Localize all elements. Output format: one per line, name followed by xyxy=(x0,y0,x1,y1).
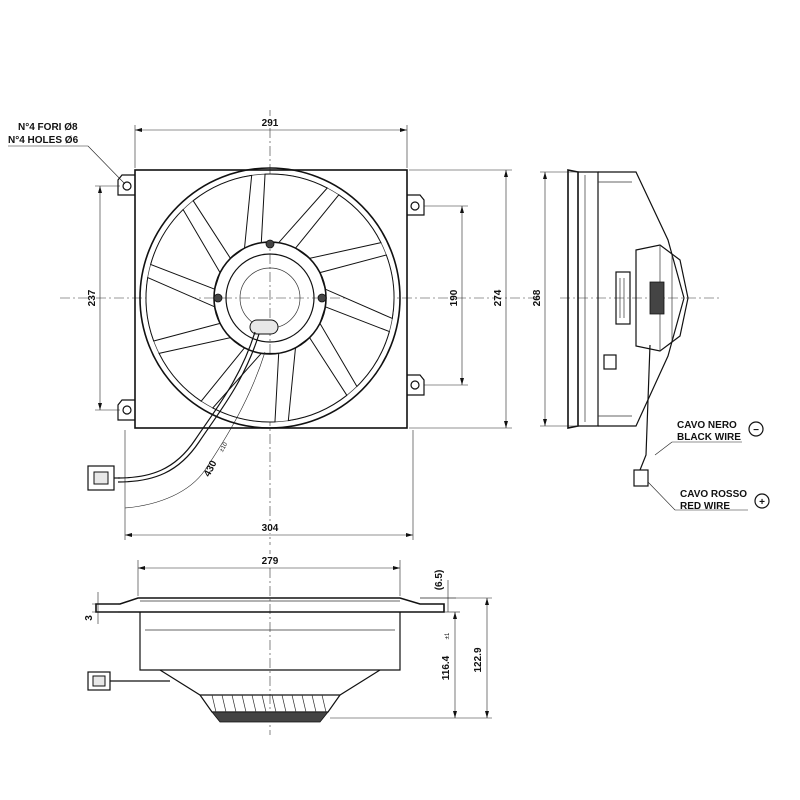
fan-blade xyxy=(145,276,221,342)
mounting-ear-top-left xyxy=(117,174,135,196)
motor-bolt-top xyxy=(265,239,275,249)
dim-237-label: 237 xyxy=(87,289,98,306)
motor-bolt-left xyxy=(213,293,223,303)
minus-icon xyxy=(748,421,764,437)
holes-note-line1: N°4 FORI Ø8 xyxy=(18,122,78,133)
red-wire-label-it: CAVO ROSSO xyxy=(680,489,747,500)
mounting-ear-bottom-right xyxy=(407,374,425,396)
dim-6-5-label: (6.5) xyxy=(434,570,445,591)
motor-rib xyxy=(281,694,287,713)
fan-blade xyxy=(294,194,382,259)
dim-3-label: 3 xyxy=(84,615,95,621)
black-wire-label-it: CAVO NERO xyxy=(677,420,737,431)
shroud-outer-ring xyxy=(139,167,401,429)
dim-116-4: 116.4 ±1 xyxy=(330,611,460,719)
dim-274-label: 274 xyxy=(493,289,504,306)
cable xyxy=(117,331,256,479)
dim-274: 274 xyxy=(409,169,512,429)
bottom-view: 279 3 (6.5) 116.4 ±1 xyxy=(84,550,492,735)
bottom-shroud xyxy=(139,612,401,671)
holes-note: N°4 FORI Ø8 N°4 HOLES Ø6 xyxy=(8,122,126,185)
dim-190: 190 xyxy=(424,205,468,386)
dim-304-label: 304 xyxy=(262,523,279,534)
bottom-motor-ribs xyxy=(211,694,327,713)
motor-rib xyxy=(211,694,217,713)
black-wire-note: CAVO NERO BLACK WIRE − xyxy=(654,420,764,456)
dim-304: 304 xyxy=(124,430,414,540)
mounting-ear-top-right xyxy=(407,194,425,216)
dim-116-4-tolerance: ±1 xyxy=(445,632,451,639)
black-wire-label-en: BLACK WIRE xyxy=(677,432,741,443)
side-plug xyxy=(603,354,617,370)
fan-blade xyxy=(192,174,253,260)
motor-rib xyxy=(271,694,277,713)
motor-rib xyxy=(261,694,267,713)
fan-blade xyxy=(287,336,348,422)
motor-rib xyxy=(221,694,227,713)
dim-279: 279 xyxy=(137,554,401,596)
dim-116-4-label: 116.4 xyxy=(441,655,452,680)
fan-blade xyxy=(319,306,390,388)
fan-blade xyxy=(158,337,246,402)
bottom-flange xyxy=(95,597,445,613)
minus-symbol: − xyxy=(753,425,759,436)
side-wire xyxy=(639,344,651,471)
dim-237: 237 xyxy=(87,185,120,411)
connector xyxy=(87,465,120,491)
fan-blade xyxy=(150,208,221,290)
dim-190-label: 190 xyxy=(449,289,460,306)
side-label-plate xyxy=(615,271,631,325)
red-wire-label-en: RED WIRE xyxy=(680,501,730,512)
dim-279-label: 279 xyxy=(262,556,279,567)
motor-hub xyxy=(225,253,315,343)
motor-rib xyxy=(251,694,257,713)
dim-430-label: 430 xyxy=(202,458,220,478)
bottom-motor-cap xyxy=(211,711,329,723)
fan-blades xyxy=(145,173,395,423)
dim-291: 291 xyxy=(134,116,408,168)
side-motor xyxy=(635,244,689,352)
cable-gland xyxy=(249,319,279,335)
fan-blade xyxy=(211,352,280,423)
motor-rib xyxy=(321,694,327,713)
dim-3: 3 xyxy=(84,592,118,624)
plus-symbol: + xyxy=(759,497,765,508)
side-view: 268 CAVO NERO BLACK WIRE − CAVO ROSSO RE… xyxy=(532,169,770,512)
dim-291-label: 291 xyxy=(262,118,279,129)
dim-122-9: 122.9 xyxy=(420,597,492,719)
dim-268: 268 xyxy=(532,171,578,427)
mounting-ear-bottom-left xyxy=(117,399,135,421)
motor-rib xyxy=(291,694,297,713)
motor-rib xyxy=(231,694,237,713)
red-wire-note: CAVO ROSSO RED WIRE + xyxy=(647,481,770,512)
dim-6-5: (6.5) xyxy=(420,570,456,612)
holes-note-line2: N°4 HOLES Ø6 xyxy=(8,135,79,146)
motor-bolt-right xyxy=(317,293,327,303)
motor-rib xyxy=(241,694,247,713)
motor-rib xyxy=(301,694,307,713)
dim-268-label: 268 xyxy=(532,289,543,306)
plus-icon xyxy=(754,493,770,509)
motor-rib xyxy=(311,694,317,713)
dim-122-9-label: 122.9 xyxy=(473,647,484,672)
dim-430-tolerance: ±10 xyxy=(219,441,229,453)
bottom-connector xyxy=(87,671,170,691)
side-frame-edge xyxy=(567,169,579,429)
front-view: 291 304 237 190 xyxy=(8,110,540,545)
fan-blade xyxy=(319,254,395,320)
side-body xyxy=(598,171,685,427)
fan-blade xyxy=(260,173,329,244)
bottom-motor-cone xyxy=(159,669,381,696)
side-shroud xyxy=(578,171,599,427)
